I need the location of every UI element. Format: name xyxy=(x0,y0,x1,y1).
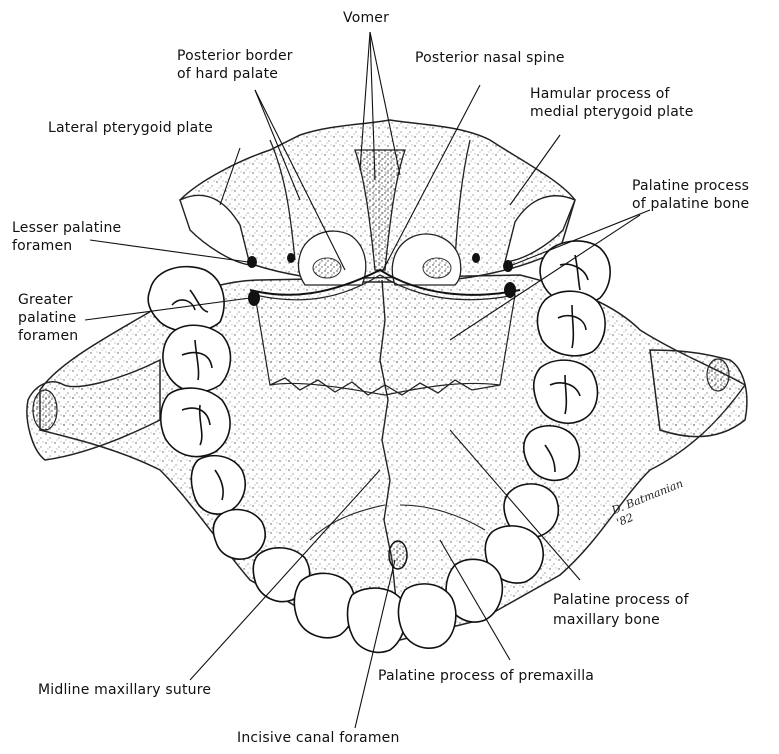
left-zygomatic-cut xyxy=(33,390,57,430)
label-palatine-process-palatine-line1: Palatine process xyxy=(632,178,749,195)
right-zygomatic-cut xyxy=(707,359,729,391)
incisive-canal-foramen-shape xyxy=(389,541,407,569)
label-hamular-line1: Hamular process of xyxy=(530,86,670,103)
label-lateral-pterygoid: Lateral pterygoid plate xyxy=(48,120,213,137)
label-hamular-line2: medial pterygoid plate xyxy=(530,104,694,121)
label-posterior-nasal-spine: Posterior nasal spine xyxy=(415,50,565,67)
label-vomer: Vomer xyxy=(343,10,389,27)
label-greater-palatine-line2: palatine xyxy=(18,310,76,327)
greater-palatine-foramen-right xyxy=(504,282,516,298)
label-palatine-process-palatine-line2: of palatine bone xyxy=(632,196,749,213)
label-greater-palatine-line1: Greater xyxy=(18,292,73,309)
label-lesser-palatine-line1: Lesser palatine xyxy=(12,220,121,237)
label-palatine-process-maxillary-line1: Palatine process of xyxy=(553,592,689,609)
label-posterior-border-line1: Posterior border xyxy=(177,48,293,65)
label-lesser-palatine-line2: foramen xyxy=(12,238,72,255)
lesser-palatine-foramen-right xyxy=(503,260,513,272)
lesser-palatine-foramen-left xyxy=(247,256,257,268)
label-midline-suture: Midline maxillary suture xyxy=(38,682,211,699)
posterior-foramen-small-left xyxy=(287,253,295,263)
posterior-foramen-small-right xyxy=(472,253,480,263)
right-zygomatic-process xyxy=(650,350,747,437)
label-palatine-process-premaxilla: Palatine process of premaxilla xyxy=(378,668,594,685)
label-posterior-border-line2: of hard palate xyxy=(177,66,278,83)
label-incisive-canal: Incisive canal foramen xyxy=(237,730,400,747)
label-greater-palatine-line3: foramen xyxy=(18,328,78,345)
label-palatine-process-maxillary-line2: maxillary bone xyxy=(553,612,660,629)
